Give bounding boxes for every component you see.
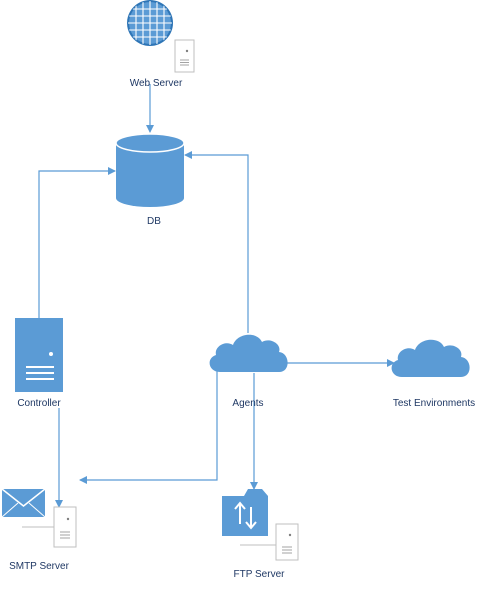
server-card-icon <box>275 523 299 561</box>
smtp-server-node[interactable]: SMTP Server <box>1 488 77 572</box>
web-server-label: Web Server <box>130 78 183 89</box>
connector-controller-db <box>38 167 116 318</box>
agents-node[interactable]: Agents <box>209 334 288 409</box>
server-tower-icon <box>15 318 63 392</box>
connector-agents-db <box>184 151 249 333</box>
ftp-server-node[interactable]: FTP Server <box>222 489 299 580</box>
ftp-server-label: FTP Server <box>234 569 286 580</box>
smtp-server-label: SMTP Server <box>9 561 69 572</box>
server-card-icon <box>174 39 195 73</box>
controller-label: Controller <box>17 398 61 409</box>
test-environments-node[interactable]: Test Environments <box>391 339 476 409</box>
db-node[interactable]: DB <box>115 133 185 227</box>
cloud-icon <box>209 334 288 372</box>
web-server-node[interactable]: Web Server <box>126 0 195 89</box>
controller-node[interactable]: Controller <box>15 318 63 409</box>
cloud-icon <box>391 339 470 377</box>
agents-label: Agents <box>232 398 263 409</box>
database-icon <box>115 133 185 207</box>
test-environments-label: Test Environments <box>393 398 475 409</box>
server-card-icon <box>53 506 77 548</box>
folder-transfer-icon <box>222 489 268 536</box>
db-label: DB <box>147 216 161 227</box>
globe-icon <box>127 0 173 46</box>
connector-agents-smtp <box>79 370 218 484</box>
envelope-icon <box>1 488 46 518</box>
